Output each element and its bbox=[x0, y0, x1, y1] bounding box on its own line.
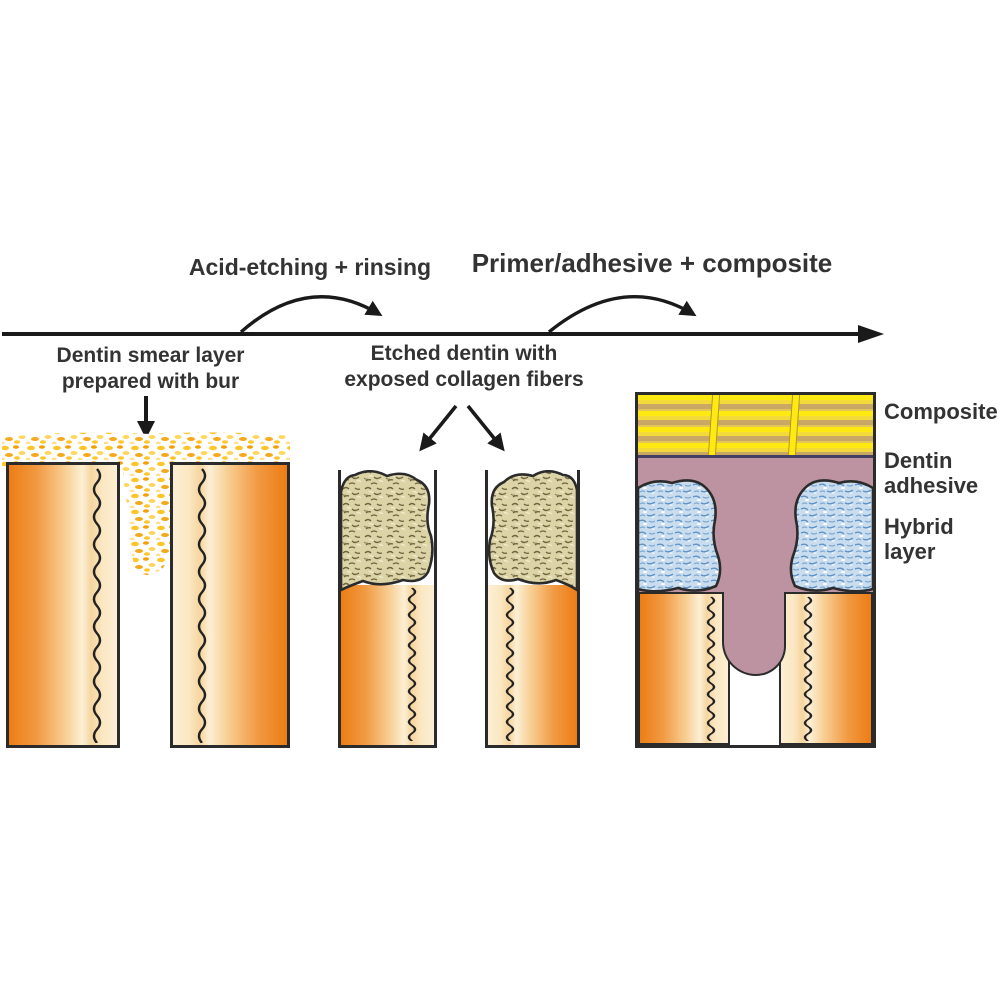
dentin-tubule-squiggle bbox=[407, 587, 417, 741]
etched-column-left bbox=[338, 470, 437, 748]
layer-label-dentin-adhesive: Dentin adhesive bbox=[884, 448, 1000, 498]
process-label-acid-etching: Acid-etching + rinsing bbox=[188, 254, 432, 280]
caption-etched-dentin-line2: exposed collagen fibers bbox=[344, 368, 584, 391]
resin-tag bbox=[722, 592, 786, 676]
dentin-tubule-squiggle bbox=[706, 596, 716, 741]
bonded-dentin-left bbox=[638, 592, 730, 745]
layer-label-hybrid-layer: Hybrid layer bbox=[884, 514, 1000, 564]
etched-pointer-arrows bbox=[419, 404, 505, 452]
primer-arc-arrow bbox=[547, 295, 697, 334]
composite-layer bbox=[638, 395, 873, 458]
dentin-tubule-squiggle bbox=[803, 596, 813, 741]
etched-dentin-left bbox=[341, 585, 434, 745]
caption-smear-layer: Dentin smear layer prepared with bur bbox=[28, 343, 273, 395]
layer-label-hybrid-layer-line2: layer bbox=[884, 539, 936, 564]
caption-etched-dentin-line1: Etched dentin with bbox=[370, 342, 558, 365]
composite-seam bbox=[707, 395, 721, 455]
collagen-blob-right bbox=[488, 470, 577, 592]
etched-dentin-right bbox=[488, 585, 577, 745]
composite-seam bbox=[787, 395, 801, 455]
bonded-restoration-panel bbox=[635, 392, 876, 748]
layer-label-composite: Composite bbox=[884, 399, 998, 424]
dentin-column-smear-left bbox=[6, 462, 120, 748]
dentin-column-smear-right bbox=[170, 462, 290, 748]
hybrid-layer-left bbox=[638, 479, 722, 592]
caption-smear-layer-line2: prepared with bur bbox=[61, 370, 240, 393]
hybrid-layer bbox=[638, 479, 873, 592]
smear-pointer-arrow bbox=[137, 396, 155, 439]
layer-label-dentin-adhesive-line2: adhesive bbox=[884, 473, 979, 498]
bonded-dentin-right bbox=[779, 592, 873, 745]
acid-etching-arc-arrow bbox=[239, 295, 383, 334]
layer-label-hybrid-layer-line1: Hybrid bbox=[884, 514, 954, 539]
dentin-tubule-squiggle bbox=[92, 467, 102, 743]
layer-label-dentin-adhesive-line1: Dentin bbox=[884, 448, 953, 473]
dentin-tubule-squiggle bbox=[197, 467, 207, 743]
caption-etched-dentin: Etched dentin with exposed collagen fibe… bbox=[328, 341, 600, 393]
caption-smear-layer-line1: Dentin smear layer bbox=[56, 344, 245, 367]
dentin-tubule-squiggle bbox=[505, 587, 515, 741]
process-label-primer-composite: Primer/adhesive + composite bbox=[471, 248, 833, 278]
etched-column-right bbox=[485, 470, 580, 748]
collagen-blob-left bbox=[341, 470, 434, 592]
hybrid-layer-right bbox=[789, 479, 873, 592]
timeline-arrow bbox=[2, 325, 884, 343]
